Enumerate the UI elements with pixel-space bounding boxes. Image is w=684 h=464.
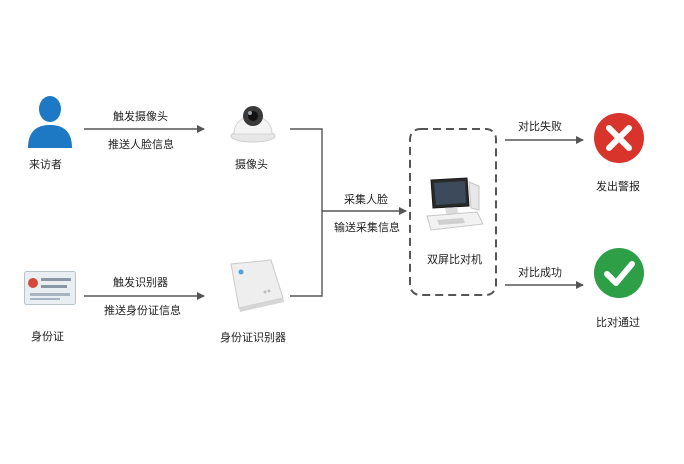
card-reader-icon xyxy=(230,259,284,312)
edge-label-compare-fail: 对比失败 xyxy=(518,120,562,133)
dome-camera-icon xyxy=(230,106,276,143)
fail-node xyxy=(593,112,645,168)
fail-label: 发出警报 xyxy=(596,180,640,193)
green-check-icon xyxy=(594,248,644,298)
edge-label-push-id: 推送身份证信息 xyxy=(104,304,181,317)
red-cross-icon xyxy=(594,113,644,163)
camera-label: 摄像头 xyxy=(235,158,268,171)
visitor-node xyxy=(24,92,76,152)
edge-label-push-face: 推送人脸信息 xyxy=(108,138,174,151)
machine-dashed-box xyxy=(409,128,497,296)
id-card-label: 身份证 xyxy=(31,330,64,343)
id-card-node xyxy=(24,271,76,309)
person-icon xyxy=(28,96,72,148)
edge-label-compare-success: 对比成功 xyxy=(518,266,562,279)
camera-node xyxy=(228,94,278,148)
edge-label-transmit-info: 输送采集信息 xyxy=(334,221,400,234)
pass-node xyxy=(593,247,645,303)
edge-label-trigger-camera: 触发摄像头 xyxy=(113,110,168,123)
visitor-label: 来访者 xyxy=(29,158,62,171)
reader-label: 身份证识别器 xyxy=(220,331,286,344)
machine-node xyxy=(423,176,485,236)
dual-screen-terminal-icon xyxy=(426,177,484,231)
machine-label: 双屏比对机 xyxy=(427,253,482,266)
edge-label-collect-face: 采集人脸 xyxy=(344,193,388,206)
pass-label: 比对通过 xyxy=(596,316,640,329)
connector-merge xyxy=(290,128,323,297)
reader-node xyxy=(221,258,287,316)
id-card-icon xyxy=(24,271,76,305)
edge-label-trigger-reader: 触发识别器 xyxy=(113,276,168,289)
